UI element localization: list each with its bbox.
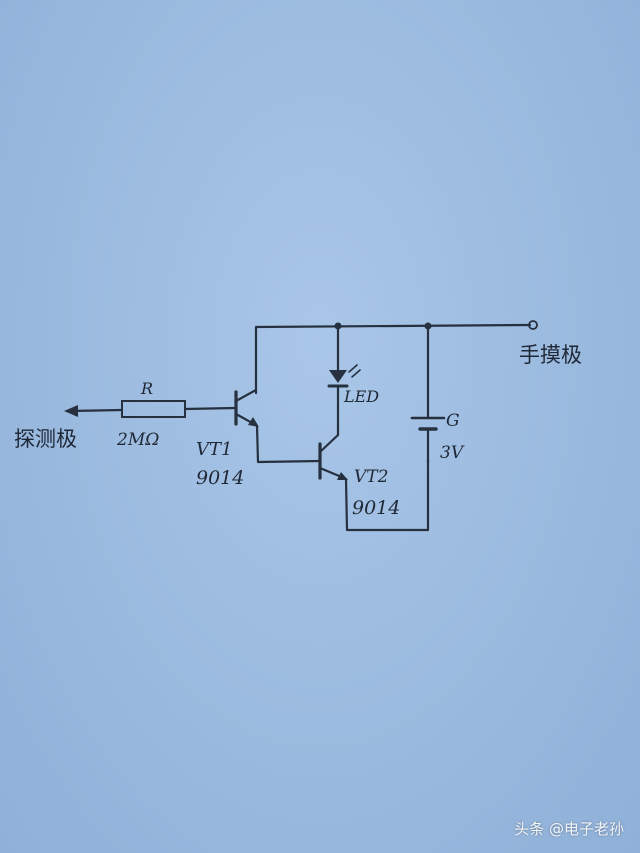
watermark: 头条 @电子老孙 bbox=[514, 820, 624, 838]
resistor-r bbox=[121, 400, 186, 418]
vt1-emitter-arrow-icon bbox=[248, 417, 259, 427]
vt2-collector bbox=[318, 433, 340, 454]
battery-voltage-label: 3V bbox=[440, 443, 465, 463]
top-rail-wire bbox=[254, 323, 532, 395]
hand-electrode-label: 手摸极 bbox=[519, 343, 582, 367]
vt1-emitter-to-vt2-base-wire bbox=[255, 424, 322, 464]
led-light-ray-1 bbox=[348, 364, 358, 373]
bottom-return-wire bbox=[344, 458, 430, 532]
vt1-model-label: 9014 bbox=[196, 467, 244, 489]
led-diode-icon bbox=[329, 370, 347, 383]
resistor-value-label: 2MΩ bbox=[116, 430, 159, 450]
vt2-emitter-arrow-icon bbox=[337, 472, 348, 480]
vt1-name-label: VT1 bbox=[196, 439, 232, 460]
probe-electrode-label: 探测极 bbox=[14, 427, 77, 451]
probe-wire bbox=[68, 408, 124, 413]
hand-electrode-terminal bbox=[528, 320, 538, 330]
probe-arrow-icon bbox=[64, 405, 78, 417]
resistor-to-vt1-base-wire bbox=[183, 406, 238, 411]
vt1-collector bbox=[234, 388, 258, 403]
battery-name-label: G bbox=[446, 411, 460, 431]
resistor-name-label: R bbox=[140, 379, 153, 398]
led-label: LED bbox=[343, 387, 379, 406]
vt2-model-label: 9014 bbox=[352, 497, 400, 519]
led-light-ray-2 bbox=[351, 369, 361, 378]
vt2-name-label: VT2 bbox=[354, 467, 388, 487]
